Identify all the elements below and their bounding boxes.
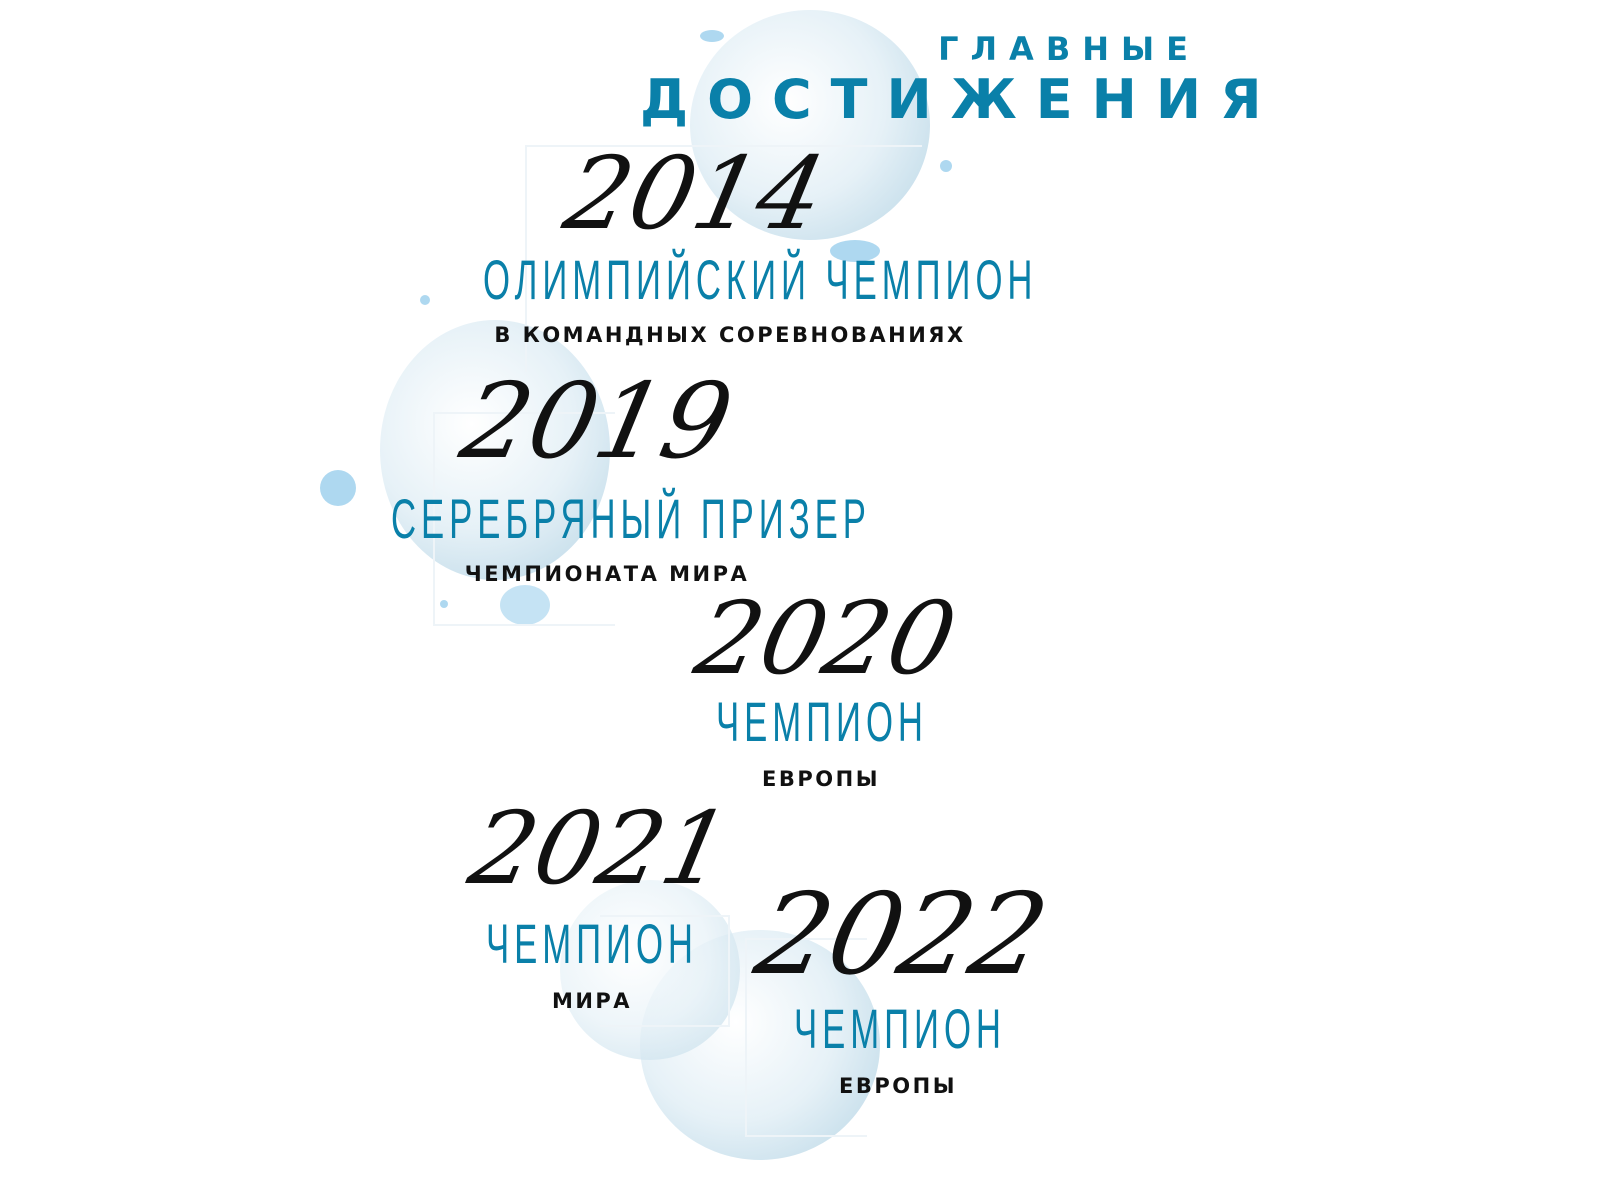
achievement-year: 2019 bbox=[451, 360, 743, 482]
achievement-title: ЧЕМПИОН bbox=[716, 690, 928, 753]
achievement-title: ЧЕМПИОН bbox=[486, 912, 698, 975]
achievement-subtitle: В КОМАНДНЫХ СОРЕВНОВАНИЯХ bbox=[494, 323, 966, 347]
achievement-subtitle: ЕВРОПЫ bbox=[839, 1074, 957, 1098]
achievement-subtitle: ЕВРОПЫ bbox=[762, 767, 880, 791]
achievement-year: 2014 bbox=[555, 135, 835, 252]
achievement-year: 2020 bbox=[686, 580, 966, 697]
heading-line2: ДОСТИЖЕНИЯ bbox=[640, 68, 1281, 131]
achievement-title: СЕРЕБРЯНЫЙ ПРИЗЕР bbox=[391, 487, 871, 550]
achievement-title: ЧЕМПИОН bbox=[794, 997, 1006, 1060]
achievement-subtitle: ЧЕМПИОНАТА МИРА bbox=[464, 562, 750, 586]
achievement-year: 2021 bbox=[460, 790, 740, 907]
heading-line1: ГЛАВНЫЕ bbox=[938, 30, 1200, 68]
achievement-title: ОЛИМПИЙСКИЙ ЧЕМПИОН bbox=[483, 248, 1038, 311]
achievement-subtitle: МИРА bbox=[551, 989, 633, 1013]
achievement-year: 2022 bbox=[745, 870, 1059, 1000]
